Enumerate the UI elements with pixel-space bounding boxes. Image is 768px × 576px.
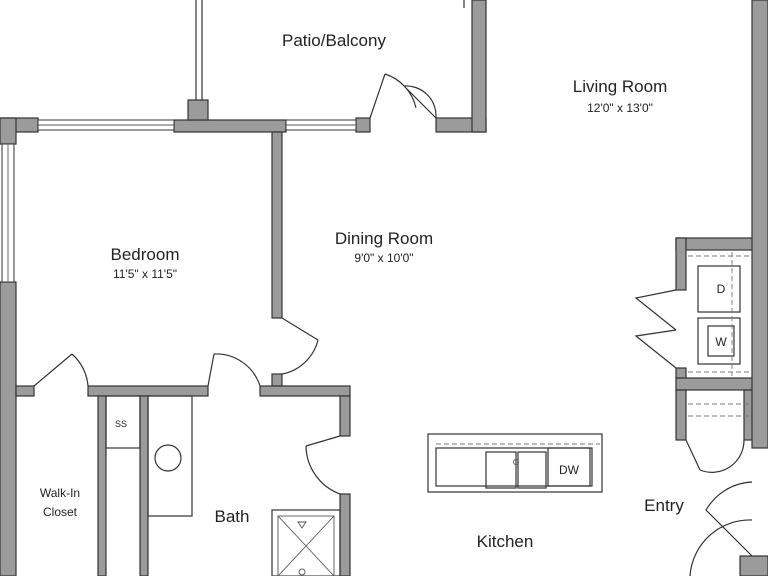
fixture-labels: D W DW SS bbox=[115, 282, 727, 477]
kitchen-island bbox=[427, 433, 603, 493]
entry-label: Entry bbox=[644, 496, 684, 515]
doors bbox=[33, 73, 753, 576]
shelf-label: SS bbox=[115, 419, 127, 429]
room-labels: Patio/Balcony Living Room 12'0" x 13'0" … bbox=[40, 31, 684, 551]
closet-label-line1: Walk-In bbox=[40, 486, 80, 500]
bedroom-label: Bedroom bbox=[111, 245, 180, 264]
laundry-area bbox=[688, 252, 750, 417]
washer-label: W bbox=[715, 335, 727, 349]
closet-label-line2: Closet bbox=[43, 505, 78, 519]
bath-fixtures bbox=[105, 395, 341, 576]
dining-room-dims: 9'0" x 10'0" bbox=[354, 251, 413, 265]
bedroom-dims: 11'5" x 11'5" bbox=[113, 267, 177, 281]
windows bbox=[1, 119, 357, 283]
living-room-label: Living Room bbox=[573, 77, 668, 96]
living-room-dims: 12'0" x 13'0" bbox=[587, 101, 653, 115]
patio-railing bbox=[187, 0, 465, 121]
dining-room-label: Dining Room bbox=[335, 229, 433, 248]
dishwasher-label: DW bbox=[559, 463, 580, 477]
patio-label: Patio/Balcony bbox=[282, 31, 386, 50]
bath-label: Bath bbox=[215, 507, 250, 526]
dryer-label: D bbox=[717, 282, 726, 296]
kitchen-label: Kitchen bbox=[477, 532, 534, 551]
